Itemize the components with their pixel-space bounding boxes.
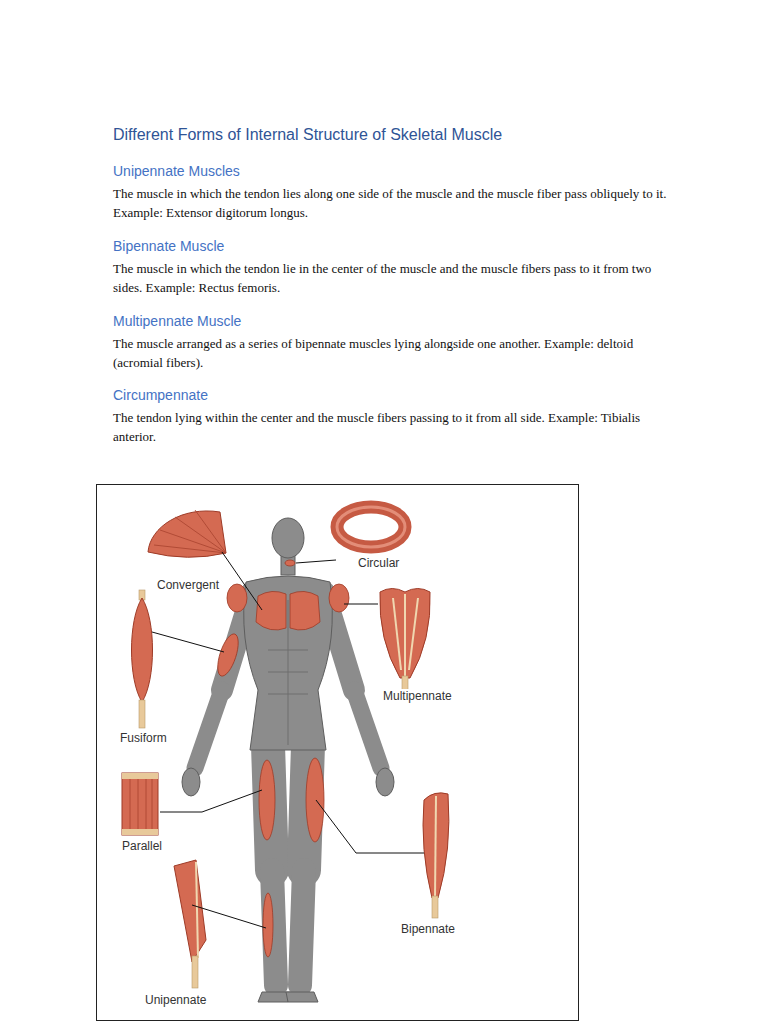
human-figure-part	[272, 518, 304, 558]
parallel-muscle-part-part	[146, 779, 147, 829]
convergent-muscle-part-part	[175, 517, 226, 553]
highlighted-muscles-part	[290, 591, 320, 630]
figure-label: Convergent	[156, 578, 220, 592]
multipennate-muscle-part-part	[393, 598, 401, 670]
figure-label: Parallel	[121, 839, 163, 853]
parallel-muscle-part-part	[152, 779, 153, 829]
highlighted-muscles-part	[259, 760, 275, 840]
parallel-muscle-part	[130, 779, 152, 829]
bipennate-muscle-part	[435, 796, 436, 898]
multipennate-muscle-part-part	[404, 594, 406, 676]
human-figure-part	[182, 768, 200, 796]
figure-frame	[97, 485, 579, 1021]
bipennate-muscle-part	[432, 896, 438, 918]
parallel-muscle-part	[122, 829, 158, 835]
section-heading: Multipennate Muscle	[113, 313, 673, 329]
leader-lines-part	[344, 604, 378, 605]
fusiform-muscle-part	[139, 700, 145, 728]
leader-lines	[152, 552, 424, 928]
leader-lines-part	[192, 905, 266, 928]
multipennate-muscle-part	[402, 676, 408, 690]
unipennate-muscle-part	[192, 956, 198, 988]
figure-label: Multipennate	[382, 689, 453, 703]
circular-muscle-part	[337, 507, 405, 547]
unipennate-muscle	[174, 860, 206, 988]
highlighted-muscles	[214, 560, 349, 957]
parallel-muscle-part	[122, 773, 158, 835]
section-body: The muscle arranged as a series of bipen…	[113, 335, 673, 372]
human-figure-part	[195, 690, 222, 768]
highlighted-muscles-part	[256, 591, 286, 630]
convergent-muscle-part	[154, 510, 226, 553]
leader-lines-part	[222, 552, 262, 610]
highlighted-muscles-part	[306, 758, 324, 842]
convergent-muscle-part	[148, 511, 226, 557]
highlighted-muscles-part	[214, 632, 243, 679]
highlighted-muscles-part	[329, 584, 349, 612]
circular-muscle-part	[337, 507, 405, 547]
multipennate-muscle-part	[393, 594, 418, 676]
convergent-muscle	[148, 510, 226, 557]
section-body: The muscle in which the tendon lies alon…	[113, 185, 673, 222]
human-figure-part	[376, 768, 394, 796]
human-figure-part	[268, 694, 308, 695]
section-heading: Bipennate Muscle	[113, 238, 673, 254]
leader-lines-part	[296, 560, 336, 563]
highlighted-muscles-part	[227, 584, 247, 612]
human-figure-part	[268, 672, 308, 673]
unipennate-muscle-part	[174, 860, 206, 962]
human-figure-part	[268, 650, 308, 651]
parallel-muscle-part	[122, 773, 158, 779]
highlighted-muscles-part	[285, 560, 295, 566]
human-figure-part	[258, 992, 290, 1002]
multipennate-muscle	[380, 589, 430, 691]
human-figure-part	[354, 690, 381, 768]
parallel-muscle-part-part	[130, 779, 131, 829]
figure-label: Circular	[357, 556, 400, 570]
bipennate-muscle	[423, 793, 449, 918]
multipennate-muscle-part-part	[409, 598, 418, 670]
section-heading: Circumpennate	[113, 387, 673, 403]
leader-lines-part	[316, 800, 424, 853]
convergent-muscle-part-part	[154, 545, 226, 553]
highlighted-muscles-part	[263, 893, 273, 957]
human-figure-part	[286, 992, 318, 1002]
convergent-muscle-part-part	[195, 510, 226, 553]
page-title: Different Forms of Internal Structure of…	[113, 126, 713, 144]
circular-muscle	[337, 507, 405, 547]
bipennate-muscle-part	[423, 793, 449, 898]
figure-label: Unipennate	[144, 993, 207, 1007]
leader-lines-part	[160, 790, 262, 812]
multipennate-muscle-part	[380, 589, 430, 679]
section-body: The muscle in which the tendon lie in th…	[113, 260, 673, 297]
human-figure-part	[300, 870, 304, 985]
fusiform-muscle	[132, 590, 153, 728]
unipennate-muscle-part	[196, 862, 198, 958]
figure-label: Fusiform	[119, 731, 168, 745]
figure-label: Bipennate	[400, 922, 456, 936]
section-heading: Unipennate Muscles	[113, 163, 673, 179]
section-body: The tendon lying within the center and t…	[113, 409, 673, 446]
fusiform-muscle-part	[132, 598, 153, 702]
leader-lines-part	[152, 632, 224, 652]
parallel-muscle	[122, 773, 158, 835]
parallel-muscle-part-part	[138, 779, 139, 829]
